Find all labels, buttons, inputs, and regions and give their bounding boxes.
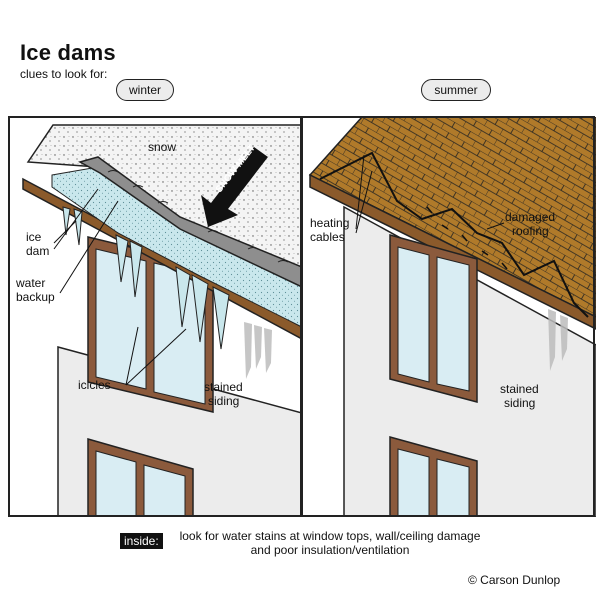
footer-note: look for water stains at window tops, wa… [179, 529, 481, 557]
ice-dam [78, 156, 302, 288]
page-title: Ice dams [20, 40, 116, 65]
leader-lines [53, 188, 187, 386]
stained-siding-label-2: siding [504, 396, 535, 410]
summer-label: summer [421, 79, 491, 101]
damaged-roofing [426, 206, 508, 270]
icicles [62, 206, 230, 350]
stained-siding-label-1: stained [500, 382, 539, 396]
lower-window [389, 436, 478, 517]
damaged-roofing-label-2: roofing [512, 224, 549, 238]
winter-label: winter [116, 79, 174, 101]
upper-window [389, 234, 478, 403]
copyright: © Carson Dunlop [468, 573, 561, 587]
water-backup-label-1: water [15, 276, 45, 290]
inside-badge: inside: [120, 533, 163, 549]
damaged-roofing-label-1: damaged [505, 210, 555, 224]
snow-melt-arrow [201, 147, 271, 227]
ice-dam-label-2: dam [26, 244, 49, 258]
stained-siding [548, 309, 568, 371]
stained-siding-label-1: stained [204, 380, 243, 394]
ice-dam-label-1: ice [26, 230, 42, 244]
heating-cables-label-1: heating [310, 216, 349, 230]
summer-illustration: heating cables damaged roofing stained s… [308, 117, 596, 517]
summer-panel: heating cables damaged roofing stained s… [302, 117, 596, 517]
snow-label: snow [148, 140, 176, 154]
leader-lines [355, 154, 505, 234]
water-backup-label-2: backup [16, 290, 55, 304]
page-subtitle: clues to look for: [20, 67, 108, 81]
heating-cables-label-2: cables [310, 230, 345, 244]
stained-siding [244, 322, 272, 379]
heating-cables [319, 151, 589, 318]
winter-illustration: SNOW MELT snow ice dam water backup icic… [15, 124, 302, 517]
lower-window [87, 438, 194, 517]
stained-siding-label-2: siding [208, 394, 239, 408]
icicles-label: icicles [78, 378, 111, 392]
winter-panel: SNOW MELT snow ice dam water backup icic… [8, 117, 302, 517]
